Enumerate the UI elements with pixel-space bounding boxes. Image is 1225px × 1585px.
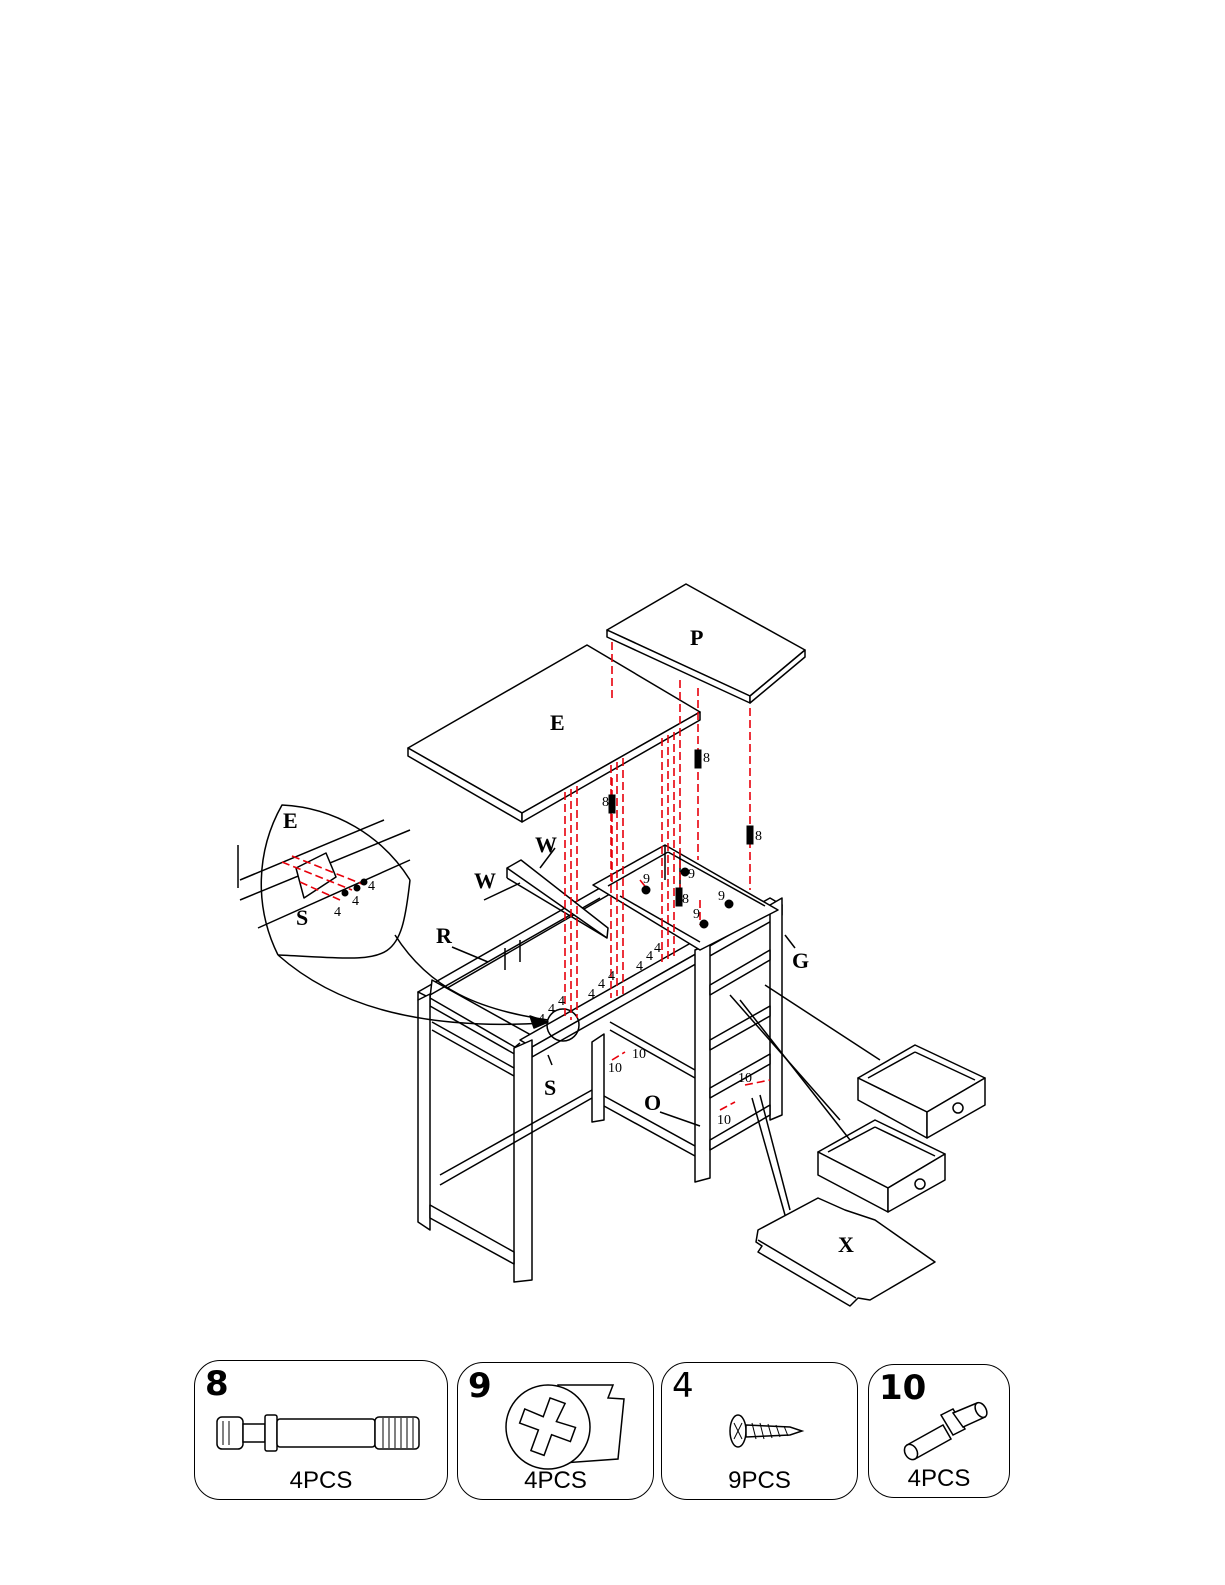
ref-4: 4 [646, 949, 653, 964]
ref-8: 8 [755, 829, 762, 844]
ref-9: 9 [693, 907, 700, 922]
label-w-upper: W [535, 832, 557, 857]
ref-10: 10 [632, 1047, 646, 1062]
ref-9: 9 [643, 872, 650, 887]
ref-4: 4 [548, 1002, 555, 1017]
ref-4: 4 [636, 959, 643, 974]
ref-4: 4 [588, 987, 595, 1002]
label-e-detail: E [283, 808, 298, 833]
hardware-card-9: 9 4PCS [457, 1362, 654, 1500]
ref-4: 4 [598, 977, 605, 992]
hardware-qty: 4PCS [458, 1467, 653, 1495]
hardware-card-8: 8 4PCS [194, 1360, 448, 1500]
label-g: G [792, 948, 809, 973]
ref-4: 4 [608, 969, 615, 984]
desk-frame [418, 845, 782, 1282]
label-e: E [550, 710, 565, 735]
ref-10: 10 [717, 1113, 731, 1128]
ref-8: 8 [682, 892, 689, 907]
label-w-lower: W [474, 868, 496, 893]
ref-4: 4 [654, 941, 661, 956]
ref-4: 4 [558, 994, 565, 1009]
hardware-card-4: 4 9PCS [661, 1362, 858, 1500]
ref-9: 9 [688, 867, 695, 882]
ref-4: 4 [334, 905, 341, 920]
hardware-qty: 4PCS [195, 1467, 447, 1495]
hardware-card-10: 10 4PCS [868, 1364, 1010, 1498]
ref-8: 8 [602, 795, 609, 810]
ref-4: 4 [538, 1012, 545, 1027]
label-r: R [436, 923, 453, 948]
ref-4: 4 [352, 894, 359, 909]
detail-callout [238, 805, 579, 1041]
label-x: X [838, 1232, 854, 1257]
hardware-qty: 4PCS [869, 1465, 1009, 1493]
label-s-detail: S [296, 905, 308, 930]
label-p: P [690, 625, 703, 650]
ref-9: 9 [718, 889, 725, 904]
ref-10: 10 [738, 1071, 752, 1086]
assembly-diagram: P E E W W R G S S O X 8 8 8 8 9 9 9 9 4 … [0, 0, 1225, 1330]
label-s: S [544, 1075, 556, 1100]
ref-10: 10 [608, 1061, 622, 1076]
ref-4: 4 [368, 879, 375, 894]
ref-8: 8 [703, 751, 710, 766]
label-o: O [644, 1090, 661, 1115]
hardware-qty: 9PCS [662, 1467, 857, 1495]
